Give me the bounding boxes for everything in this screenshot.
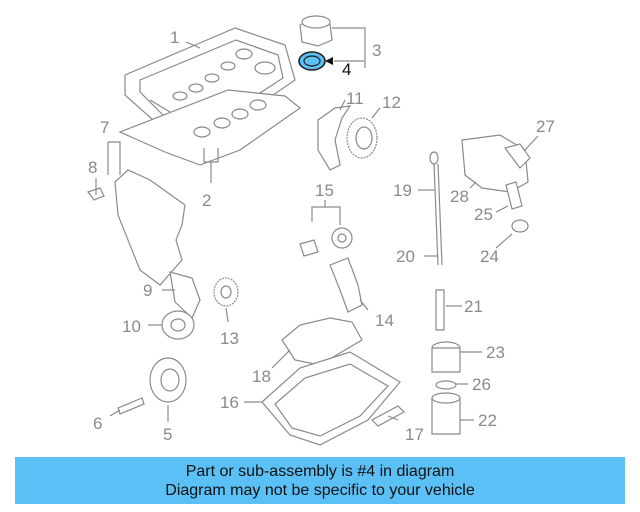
banner-line-2: Diagram may not be specific to your vehi… xyxy=(165,481,475,499)
oil-filter-part xyxy=(431,392,461,435)
callout-4-arrow-icon xyxy=(325,57,333,65)
seal-ring-part-highlighted xyxy=(298,51,326,71)
belt-tensioner-part xyxy=(161,310,195,340)
callout-17: 17 xyxy=(405,425,424,444)
callout-18: 18 xyxy=(252,367,271,386)
camshaft-sprocket-part xyxy=(346,117,378,159)
callout-22: 22 xyxy=(478,411,497,430)
filter-seal-part xyxy=(435,380,457,390)
callout-6: 6 xyxy=(93,414,102,433)
oil-dipstick-part xyxy=(429,151,443,266)
callout-10: 10 xyxy=(122,317,141,336)
callout-8: 8 xyxy=(88,158,97,177)
callout-25: 25 xyxy=(474,205,493,224)
callout-19: 19 xyxy=(393,181,412,200)
oil-filter-housing-part xyxy=(431,341,461,373)
callout-1: 1 xyxy=(170,28,179,47)
mounting-bracket-part xyxy=(329,257,363,313)
callout-3: 3 xyxy=(372,41,381,60)
callout-26: 26 xyxy=(472,375,491,394)
callout-20: 20 xyxy=(396,247,415,266)
oil-pan-part xyxy=(261,351,401,446)
callout-5: 5 xyxy=(163,425,172,444)
leader-lines xyxy=(95,27,539,422)
timing-belt-part xyxy=(317,105,352,171)
crankshaft-pulley-part xyxy=(149,357,187,403)
callout-23: 23 xyxy=(486,343,505,362)
callout-21: 21 xyxy=(464,297,483,316)
callout-15: 15 xyxy=(315,181,334,200)
callout-9: 9 xyxy=(143,281,152,300)
timing-cover-lower-part xyxy=(169,271,201,320)
oil-baffle-part xyxy=(281,317,363,366)
callout-11: 11 xyxy=(346,89,364,108)
callout-24: 24 xyxy=(480,247,499,266)
banner-line-1: Part or sub-assembly is #4 in diagram xyxy=(185,462,455,480)
o-ring-part xyxy=(511,219,529,233)
callout-16: 16 xyxy=(220,393,239,412)
valve-cover-gasket-part xyxy=(118,89,302,166)
idler-pulley-part xyxy=(299,227,353,257)
callout-27: 27 xyxy=(536,117,555,136)
pulley-bolt-part xyxy=(117,397,145,415)
dipstick-tube-part xyxy=(435,289,445,331)
oil-pump-gear-part xyxy=(503,143,531,169)
callout-4: 4 xyxy=(342,60,351,79)
callout-14: 14 xyxy=(375,311,394,330)
timing-cover-part xyxy=(114,169,186,286)
callout-12: 12 xyxy=(382,93,401,112)
pressure-valve-part xyxy=(505,181,523,210)
callout-13: 13 xyxy=(220,329,239,348)
oil-filler-cap-part xyxy=(299,15,333,47)
callout-2: 2 xyxy=(202,191,211,210)
callout-7: 7 xyxy=(100,118,109,137)
crankshaft-sprocket-part xyxy=(213,277,239,307)
info-banner: Part or sub-assembly is #4 in diagram Di… xyxy=(15,457,625,504)
engine-parts-diagram: 1 2 3 4 5 6 7 8 9 10 11 12 13 14 15 16 1… xyxy=(87,15,555,446)
callout-28: 28 xyxy=(450,187,469,206)
